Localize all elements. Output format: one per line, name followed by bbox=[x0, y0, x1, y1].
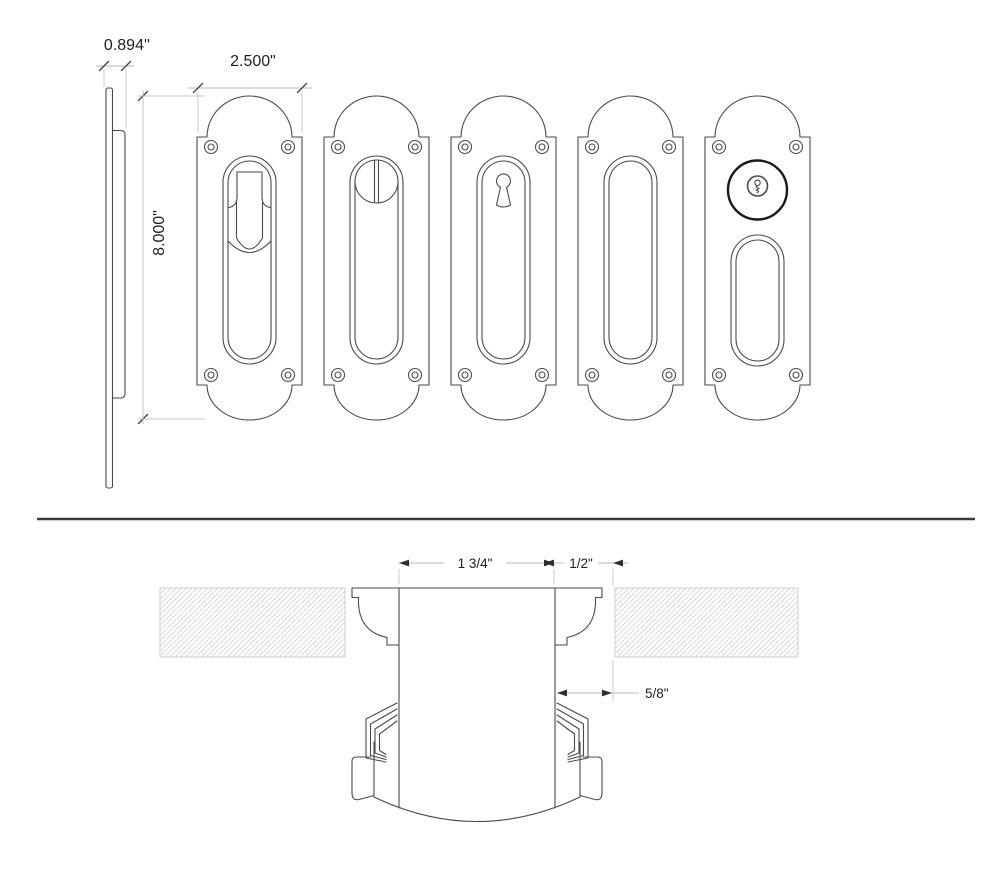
mortise-cross-section-view: 1 3/4" 1/2" 5/8" bbox=[159, 556, 799, 822]
short-oval-recess bbox=[730, 234, 785, 367]
dim-label-plate-height: 8.000" bbox=[151, 210, 168, 256]
liner-stack-right bbox=[556, 702, 589, 763]
plate-front-view-keyed-cylinder bbox=[704, 95, 811, 421]
door-material-hatch-right bbox=[614, 587, 799, 658]
dim-label-flange: 1/2" bbox=[569, 556, 593, 571]
door-material-hatch-left bbox=[159, 587, 346, 658]
dim-cup-width: 1 3/4" bbox=[398, 556, 555, 584]
dim-plate-height: 8.000" bbox=[137, 90, 205, 425]
spring-tab-left bbox=[351, 756, 375, 801]
plate-front-view-plain bbox=[577, 95, 684, 421]
keyhole bbox=[495, 173, 512, 208]
cap-molding-right bbox=[554, 587, 603, 646]
plate-front-view-thumbturn bbox=[323, 95, 430, 421]
spring-tab-right bbox=[579, 756, 603, 801]
key-cylinder bbox=[726, 159, 789, 221]
dim-label-cup-width: 1 3/4" bbox=[458, 556, 493, 571]
dim-label-edge: 5/8" bbox=[645, 686, 669, 701]
plate-edge-profile bbox=[105, 87, 114, 489]
liner-stack-left bbox=[365, 702, 398, 763]
dim-plate-width: 2.500" bbox=[188, 53, 312, 133]
dim-edge-distance: 5/8" bbox=[557, 660, 669, 701]
plate-front-view-flip-edge-pull bbox=[196, 95, 303, 421]
recess-cup-profile bbox=[111, 129, 126, 399]
plate-front-view-keyhole bbox=[450, 95, 557, 421]
side-profile-view: 0.894'' bbox=[96, 37, 150, 489]
cup-bottom-arc bbox=[373, 796, 581, 822]
dim-plate-depth: 0.894'' bbox=[96, 37, 150, 128]
flip-edge-pull-mechanism bbox=[227, 171, 272, 254]
dim-label-plate-width: 2.500" bbox=[230, 53, 276, 70]
cap-molding-left bbox=[351, 587, 400, 646]
dim-label-side-depth: 0.894'' bbox=[104, 37, 150, 54]
thumbturn bbox=[354, 159, 399, 204]
dim-flange-overlap: 1/2" bbox=[544, 556, 628, 586]
